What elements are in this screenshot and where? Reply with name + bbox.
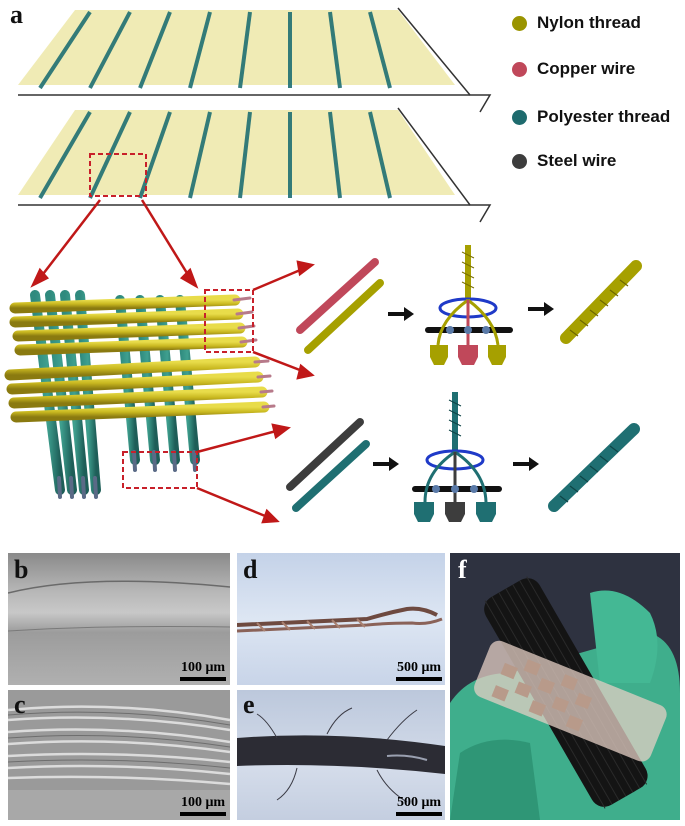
sem-image-b [8, 553, 230, 685]
optical-image-e [237, 690, 445, 820]
legend-swatch-steel [512, 153, 527, 169]
legend-item-polyester: Polyester thread [512, 105, 670, 129]
legend-label-polyester: Polyester thread [537, 107, 671, 126]
scale-bar-line-b [180, 677, 226, 681]
scale-bar-c: 100 μm [180, 795, 226, 816]
panel-label-e: e [243, 690, 255, 719]
legend-label-copper: Copper wire [537, 59, 636, 78]
panel-label-b: b [14, 555, 29, 584]
legend-item-copper: Copper wire [512, 57, 635, 81]
panel-label-d: d [243, 555, 258, 584]
twisted-yarn-polyester-steel [548, 423, 640, 512]
twisting-device-copper [425, 245, 513, 365]
panel-label-f: f [458, 555, 467, 584]
scale-bar-line-e [396, 812, 442, 816]
scale-bar-line-c [180, 812, 226, 816]
sem-image-c [8, 690, 230, 820]
legend-item-steel: Steel wire [512, 149, 616, 173]
fabric-weave-illustration [4, 7, 642, 524]
zoom-box [89, 153, 147, 197]
legend-label-nylon: Nylon thread [537, 13, 641, 32]
twisted-yarn-nylon-copper [560, 260, 642, 344]
panel-label-a: a [10, 0, 23, 29]
enlarged-weave [4, 290, 276, 499]
legend-swatch-copper [512, 61, 527, 77]
panel-label-c: c [14, 690, 26, 719]
legend-label-steel: Steel wire [537, 151, 617, 170]
fabric-sheet-bottom [18, 107, 492, 223]
scale-bar-line-d [396, 677, 442, 681]
legend-swatch-polyester [512, 109, 527, 125]
scale-bar-label-b: 100 μm [180, 660, 226, 675]
twisting-device-steel [412, 392, 502, 522]
legend-item-nylon: Nylon thread [512, 11, 641, 35]
scale-bar-label-d: 500 μm [396, 660, 442, 675]
scale-bar-label-e: 500 μm [396, 795, 442, 810]
zoom-box-steel [122, 451, 198, 489]
optical-image-d [237, 553, 445, 685]
scale-bar-e: 500 μm [396, 795, 442, 816]
zoom-box-copper [204, 289, 254, 353]
legend-swatch-nylon [512, 15, 527, 31]
fabric-sheet-top [18, 7, 492, 113]
scale-bar-label-c: 100 μm [180, 795, 226, 810]
scale-bar-b: 100 μm [180, 660, 226, 681]
photo-image-f [450, 553, 680, 820]
scale-bar-d: 500 μm [396, 660, 442, 681]
